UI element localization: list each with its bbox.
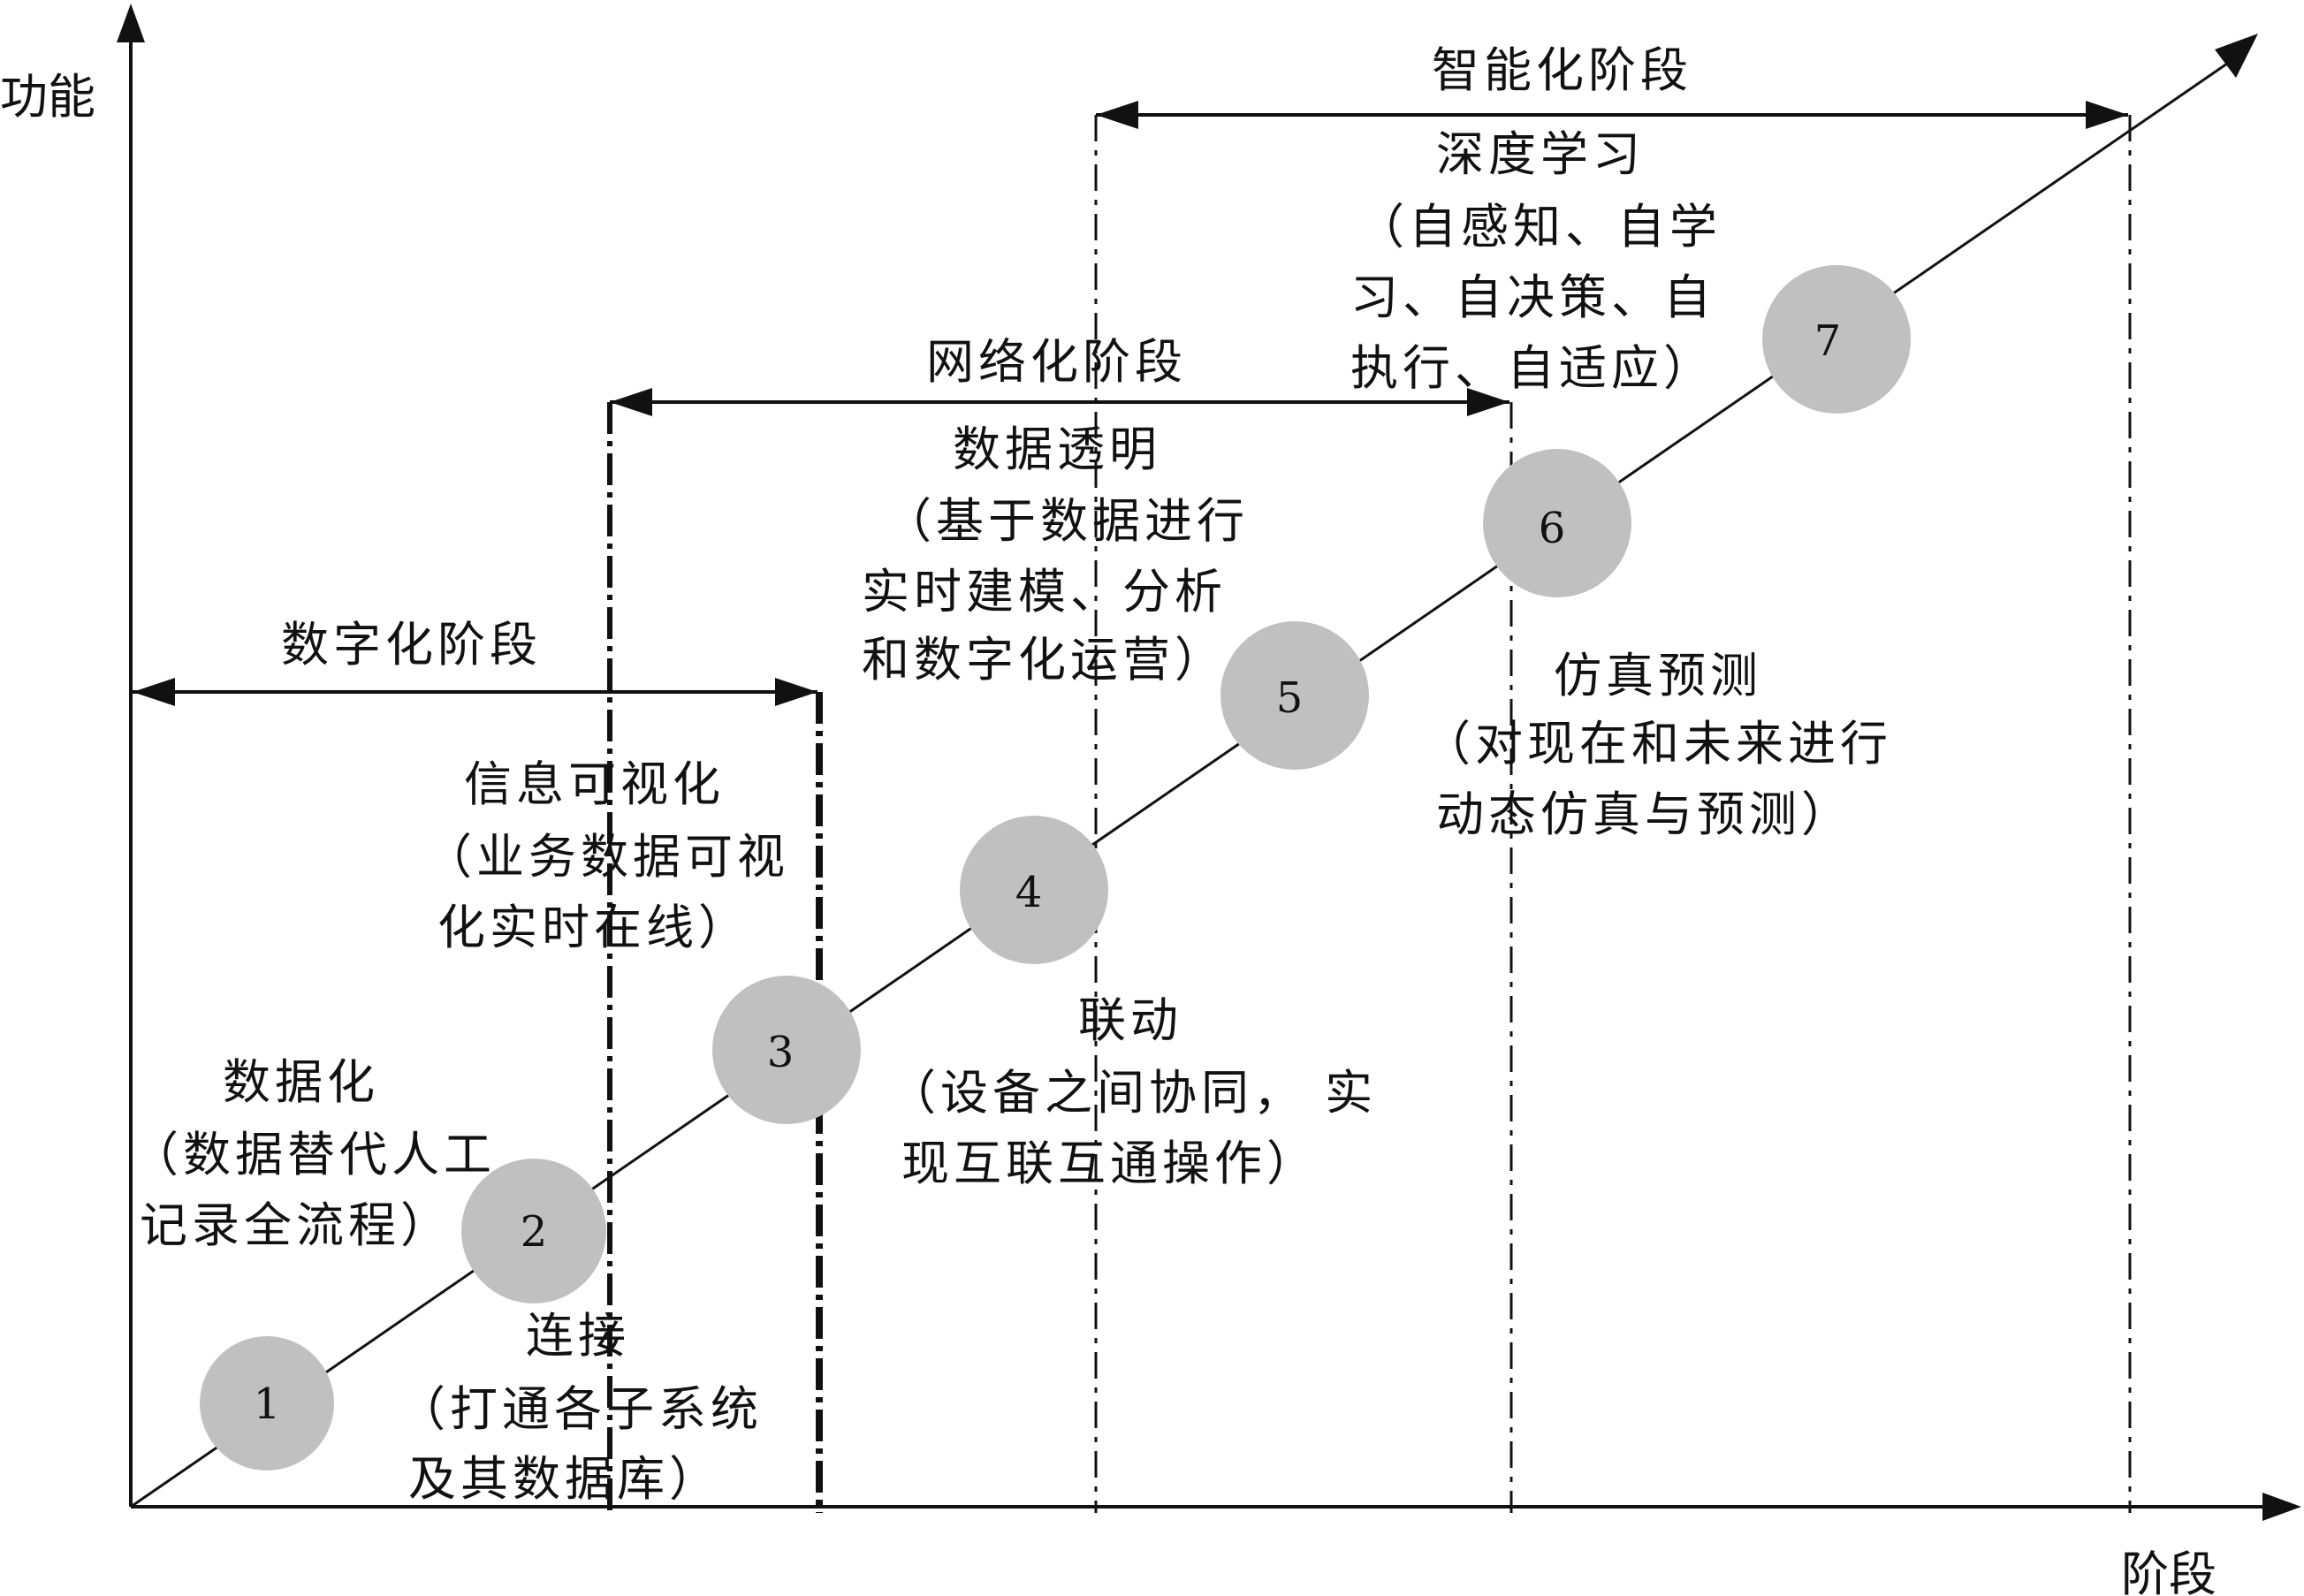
annotation-line: （对现在和未来进行 xyxy=(1423,716,1892,771)
annotation-line: （数据替代人工 xyxy=(131,1127,496,1182)
step-number: 2 xyxy=(521,1207,548,1257)
annotation-line: 习、自决策、自 xyxy=(1350,270,1715,325)
stage-range-digital: 数字化阶段 xyxy=(133,617,817,706)
step-circle-7: 7 xyxy=(1762,265,1911,414)
annotation-line: （业务数据可视 xyxy=(424,829,789,885)
x-axis-arrow-icon xyxy=(2262,1493,2301,1521)
step-circle-3: 3 xyxy=(712,976,861,1124)
step-number: 7 xyxy=(1814,316,1842,366)
annotation-title: 连接 xyxy=(526,1308,630,1364)
step-number: 3 xyxy=(767,1028,795,1077)
annotation-title: 仿真预测 xyxy=(1554,648,1762,703)
x-axis-label: 阶段 xyxy=(2121,1547,2217,1596)
annotation-line: 现互联互通操作） xyxy=(901,1136,1319,1191)
annotation-line: 记录全流程） xyxy=(140,1197,452,1253)
step-circle-1: 1 xyxy=(200,1336,334,1471)
annotation-title: 信息可视化 xyxy=(464,756,725,812)
y-axis-arrow-icon xyxy=(117,4,145,42)
annotation-title: 深度学习 xyxy=(1436,126,1645,182)
step-number: 5 xyxy=(1276,673,1304,723)
annotation-title: 数据化 xyxy=(223,1054,379,1110)
annotation-title: 联动 xyxy=(1078,992,1182,1048)
annotation-visualization: 信息可视化 （业务数据可视 化实时在线） xyxy=(424,756,789,955)
annotation-line: 执行、自适应） xyxy=(1350,340,1715,396)
annotation-line: 动态仿真与预测） xyxy=(1436,787,1853,842)
annotation-line: 及其数据库） xyxy=(408,1451,721,1507)
annotation-line: （打通各子系统 xyxy=(398,1381,763,1437)
annotation-line: 化实时在线） xyxy=(437,900,750,955)
stage-label-network: 网络化阶段 xyxy=(926,334,1187,390)
step-circle-2: 2 xyxy=(461,1159,606,1303)
step-circle-6: 6 xyxy=(1483,449,1631,597)
step-number: 6 xyxy=(1539,504,1566,553)
stage-range-network: 网络化阶段 xyxy=(610,334,1509,416)
y-axis-label: 功能 xyxy=(0,69,95,125)
annotation-line: 实时建模、分析 xyxy=(862,564,1227,619)
annotation-linkage: 联动 （设备之间协同， 实 现互联互通操作） xyxy=(888,992,1377,1191)
annotation-deep-learning: 深度学习 （自感知、自学 习、自决策、自 执行、自适应） xyxy=(1350,126,1722,396)
step-number: 4 xyxy=(1015,868,1043,917)
step-circle-5: 5 xyxy=(1220,621,1369,770)
stage-range-intelligent: 智能化阶段 xyxy=(1096,42,2128,129)
step-circle-4: 4 xyxy=(960,816,1108,964)
annotation-connection: 连接 （打通各子系统 及其数据库） xyxy=(398,1308,763,1507)
annotation-simulation: 仿真预测 （对现在和未来进行 动态仿真与预测） xyxy=(1423,648,1892,842)
annotation-datafication: 数据化 （数据替代人工 记录全流程） xyxy=(131,1054,496,1253)
annotation-line: 和数字化运营） xyxy=(862,632,1227,688)
annotation-data-transparency: 数据透明 （基于数据进行 实时建模、分析 和数字化运营） xyxy=(862,422,1249,688)
annotation-line: （自感知、自学 xyxy=(1357,199,1722,255)
stage-label-intelligent: 智能化阶段 xyxy=(1432,42,1692,98)
stage-label-digital: 数字化阶段 xyxy=(281,617,542,673)
annotation-line: （基于数据进行 xyxy=(884,493,1249,549)
annotation-line: （设备之间协同， 实 xyxy=(888,1065,1377,1121)
step-number: 1 xyxy=(254,1379,281,1429)
progress-diagonal xyxy=(130,62,2228,1509)
annotation-title: 数据透明 xyxy=(953,422,1161,477)
diagonal-arrow-icon xyxy=(2215,34,2258,78)
